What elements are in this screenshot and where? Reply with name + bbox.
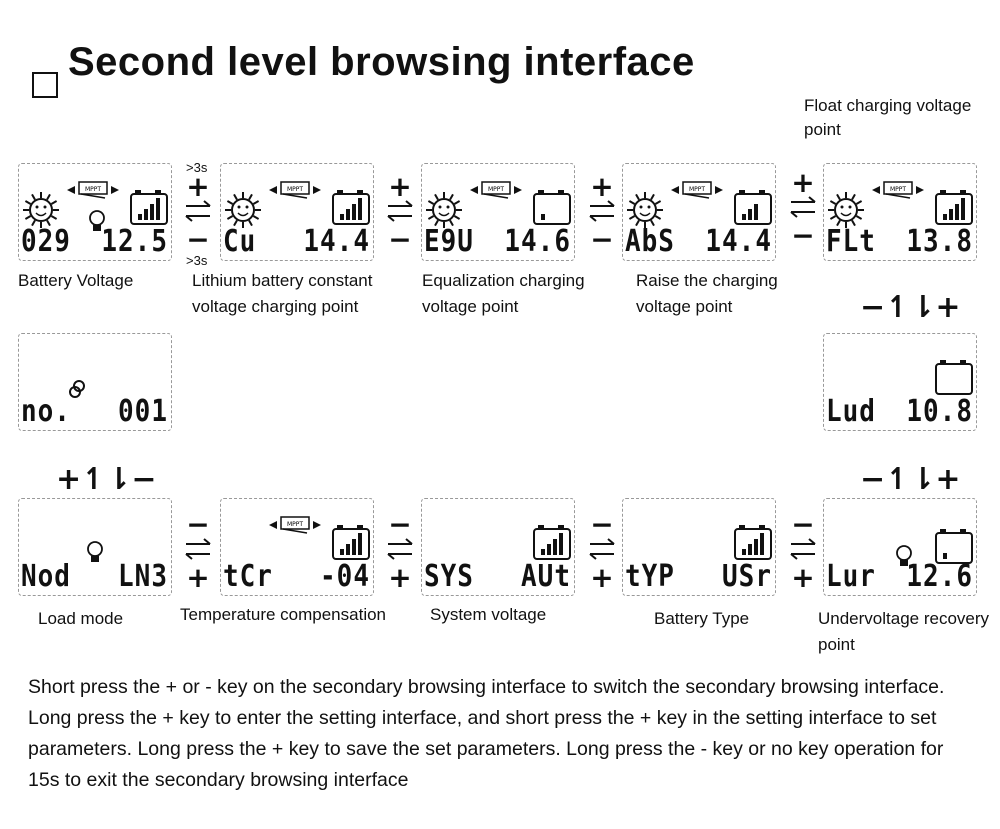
lcd-screen-uv-recovery: Lur 12.6 (823, 498, 977, 596)
svg-text:MPPT: MPPT (287, 521, 303, 528)
label-system-voltage: System voltage (430, 605, 547, 624)
description-text: Short press the + or - key on the second… (28, 676, 945, 791)
lcd-code: E9U (424, 224, 474, 260)
lcd-value: 14.6 (504, 224, 571, 260)
arrow-top-row-2: + − (588, 170, 616, 256)
lcd-code: tYP (625, 559, 675, 595)
switch-arrows-icon (387, 200, 413, 222)
label-battery-type: Battery Type (654, 609, 750, 628)
long-press-note-top: >3s (186, 160, 208, 175)
lcd-screen-battery-type: tYP USr (622, 498, 776, 596)
arrow-top-sign: + (791, 166, 815, 199)
lcd-code: Lur (826, 559, 876, 595)
label-temp-comp: Temperature compensation (180, 605, 387, 624)
lcd-value: LN3 (118, 559, 168, 595)
lcd-value: USr (722, 559, 772, 595)
lcd-code: AbS (625, 224, 675, 260)
label-battery-voltage: Battery Voltage (18, 271, 134, 290)
lcd-code: tCr (223, 559, 273, 595)
arrow-bottom-row-2: − + (588, 508, 616, 594)
lcd-code: no. (21, 394, 71, 430)
arrow-top-sign: + (388, 170, 412, 203)
arrow-bottom-sign: + (388, 561, 412, 594)
lcd-screen-system-voltage: SYS AUt (421, 498, 575, 596)
lcd-value: 10.8 (906, 394, 973, 430)
svg-text:MPPT: MPPT (689, 186, 705, 193)
lcd-screen-lithium-cv: MPPT Cu 14.4 (220, 163, 374, 261)
arrow-top-row-1: + − (386, 170, 414, 256)
arrow-bottom-sign: + (186, 561, 210, 594)
lcd-value: AUt (521, 559, 571, 595)
vertical-arrow-right-mid: −↿⇂+ (860, 462, 961, 497)
lcd-value: -04 (320, 559, 370, 595)
lcd-value: 001 (118, 394, 168, 430)
lcd-value: 14.4 (705, 224, 772, 260)
label-load-mode: Load mode (38, 609, 124, 628)
arrow-bottom-sign: − (590, 223, 614, 256)
lcd-code: FLt (826, 224, 876, 260)
lcd-screen-battery-voltage: MPPT 029 12.5 (18, 163, 172, 261)
lcd-screen-undervoltage: Lud 10.8 (823, 333, 977, 431)
long-press-note-bottom: >3s (186, 253, 208, 268)
arrow-top-sign: − (791, 508, 815, 541)
arrow-bottom-row-3: − + (789, 508, 817, 594)
switch-arrows-icon (185, 538, 211, 560)
lcd-code: Cu (223, 224, 257, 260)
vertical-arrow-right-top: −↿⇂+ (860, 290, 961, 325)
arrow-bottom-sign: − (791, 219, 815, 252)
svg-text:MPPT: MPPT (85, 186, 101, 193)
switch-arrows-icon (185, 200, 211, 222)
switch-arrows-icon (790, 538, 816, 560)
arrow-top-sign: + (186, 170, 210, 203)
lcd-value: 13.8 (906, 224, 973, 260)
lcd-code: 029 (21, 224, 71, 260)
lcd-code: Nod (21, 559, 71, 595)
lcd-screen-no: no. 001 (18, 333, 172, 431)
arrow-top-row-3: + − (789, 166, 817, 252)
switch-arrows-icon (589, 538, 615, 560)
lcd-screen-float: MPPT FLt 13.8 (823, 163, 977, 261)
arrow-bottom-sign: − (186, 223, 210, 256)
lcd-value: 12.5 (101, 224, 168, 260)
lcd-screen-temp-comp: MPPT tCr -04 (220, 498, 374, 596)
switch-arrows-icon (387, 538, 413, 560)
svg-text:MPPT: MPPT (890, 186, 906, 193)
arrow-top-row-0: + − (184, 170, 212, 256)
arrow-top-sign: − (388, 508, 412, 541)
lcd-value: 14.4 (303, 224, 370, 260)
svg-text:MPPT: MPPT (287, 186, 303, 193)
arrow-top-sign: + (590, 170, 614, 203)
arrow-bottom-row-1: − + (386, 508, 414, 594)
lcd-code: SYS (424, 559, 474, 595)
lcd-screen-raise: MPPT AbS 14.4 (622, 163, 776, 261)
arrow-top-sign: − (186, 508, 210, 541)
arrow-top-sign: − (590, 508, 614, 541)
switch-arrows-icon (589, 200, 615, 222)
lcd-screen-equalization: MPPT E9U 14.6 (421, 163, 575, 261)
lcd-code: Lud (826, 394, 876, 430)
vertical-arrow-left-mid: +↿⇂− (56, 462, 157, 497)
arrow-bottom-row-0: − + (184, 508, 212, 594)
lcd-value: 12.6 (906, 559, 973, 595)
lcd-screen-load-mode: Nod LN3 (18, 498, 172, 596)
page-title: Second level browsing interface (68, 40, 695, 84)
arrow-bottom-sign: − (388, 223, 412, 256)
svg-text:MPPT: MPPT (488, 186, 504, 193)
switch-arrows-icon (790, 196, 816, 218)
float-charging-label: Float charging voltage point (804, 96, 972, 139)
arrow-bottom-sign: + (590, 561, 614, 594)
title-checkbox-icon (32, 72, 58, 98)
arrow-bottom-sign: + (791, 561, 815, 594)
